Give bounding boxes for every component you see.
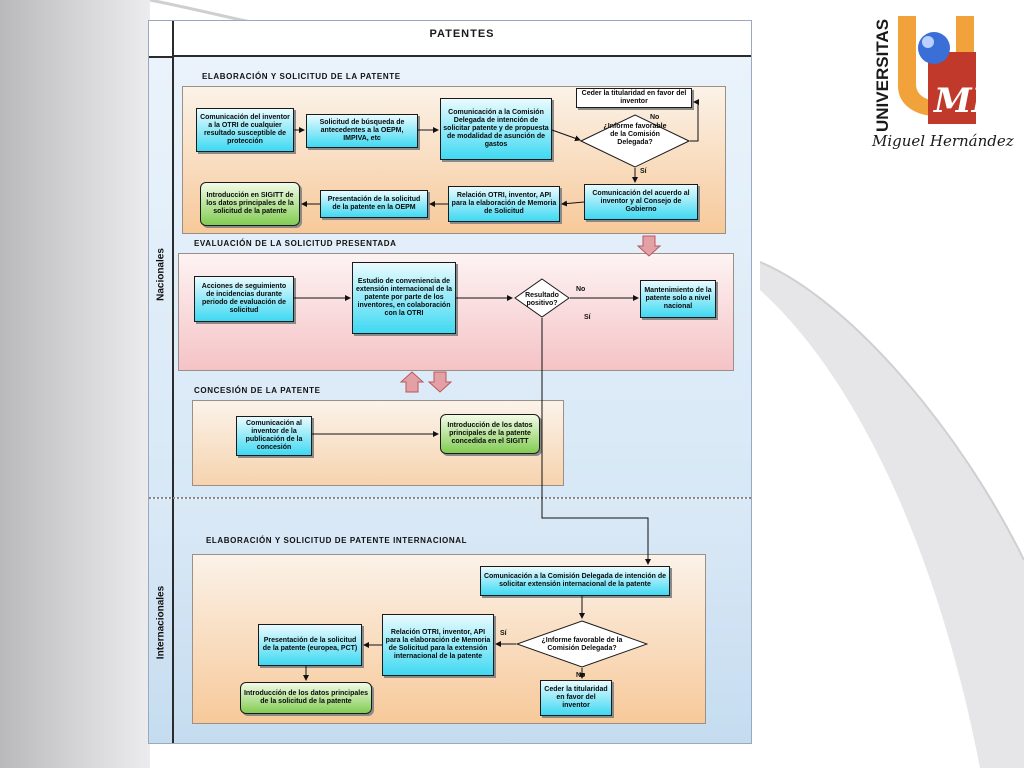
box-relacion-otri: Relación OTRI, inventor, API para la ela… <box>448 186 560 222</box>
box-introduccion-concedida: Introducción de los datos principales de… <box>440 414 540 454</box>
box-relacion-extension: Relación OTRI, inventor, API para la ela… <box>382 614 494 676</box>
section-title-concesion: CONCESIÓN DE LA PATENTE <box>194 386 321 395</box>
label-no-3: No <box>576 672 586 679</box>
section-title-internacional: ELABORACIÓN Y SOLICITUD DE PATENTE INTER… <box>206 536 468 545</box>
box-comunicacion-comision: Comunicación a la Comisión Delegada de i… <box>440 98 552 160</box>
box-presentacion-europea: Presentación de la solicitud de la paten… <box>258 624 362 666</box>
university-logo: UNIVERSITAS MH <box>873 16 1006 132</box>
box-mantenimiento-nacional: Mantenimiento de la patente solo a nivel… <box>640 280 716 318</box>
label-si-1: Sí <box>640 168 647 175</box>
header-bar: PATENTES <box>173 21 751 57</box>
row-label-international: Internacionales <box>155 585 167 660</box>
decision-resultado-text: Resultado positivo? <box>525 292 559 307</box>
label-si-2: Sí <box>584 314 591 321</box>
box-ceder-titularidad-int: Ceder la titularidad en favor del invent… <box>540 680 612 716</box>
decision-informe-favorable <box>580 114 690 168</box>
decision-informe-text: ¿Informe favorable de la Comisión Delega… <box>603 123 667 146</box>
decision-internacional-text: ¿Informe favorable de la Comisión Delega… <box>541 637 623 652</box>
logo-caption: Miguel Hernández <box>872 132 1014 150</box>
box-introduccion-internacional: Introducción de los datos principales de… <box>240 682 372 714</box>
label-no-2: No <box>576 286 586 293</box>
box-comunicacion-inventor: Comunicación del inventor a la OTRI de c… <box>196 108 294 152</box>
left-gradient-band <box>0 0 150 768</box>
label-si-3: Sí <box>500 630 507 637</box>
box-acciones-seguimiento: Acciones de seguimiento de incidencias d… <box>194 276 294 322</box>
box-estudio-conveniencia: Estudio de conveniencia de extensión int… <box>352 262 456 334</box>
header-separator <box>149 56 173 58</box>
decision-informe-internacional <box>516 620 648 668</box>
row-separator <box>149 497 751 499</box>
box-solicitud-busqueda: Solicitud de búsqueda de antecedentes a … <box>306 114 418 148</box>
box-introduccion-sigitt: Introducción en SIGITT de los datos prin… <box>200 182 300 226</box>
section-title-elaboracion: ELABORACIÓN Y SOLICITUD DE LA PATENTE <box>202 72 401 81</box>
page-title: PATENTES <box>429 28 495 40</box>
decision-resultado-positivo <box>514 278 570 318</box>
box-comunicacion-extension: Comunicación a la Comisión Delegada de i… <box>480 566 670 596</box>
label-no-1: No <box>650 114 660 121</box>
box-ceder-titularidad: Ceder la titularidad en favor del invent… <box>576 88 692 108</box>
box-presentacion-oepm: Presentación de la solicitud de la paten… <box>320 190 428 218</box>
box-comunicacion-publicacion: Comunicación al inventor de la publicaci… <box>236 416 312 456</box>
box-comunicacion-acuerdo: Comunicación del acuerdo al inventor y a… <box>584 184 698 220</box>
column-divider <box>172 21 174 743</box>
logo-vertical-text: UNIVERSITAS <box>873 19 892 132</box>
section-title-evaluacion: EVALUACIÓN DE LA SOLICITUD PRESENTADA <box>194 239 397 248</box>
logo-mark-text: MH <box>933 81 1006 121</box>
row-label-national: Nacionales <box>155 248 167 301</box>
